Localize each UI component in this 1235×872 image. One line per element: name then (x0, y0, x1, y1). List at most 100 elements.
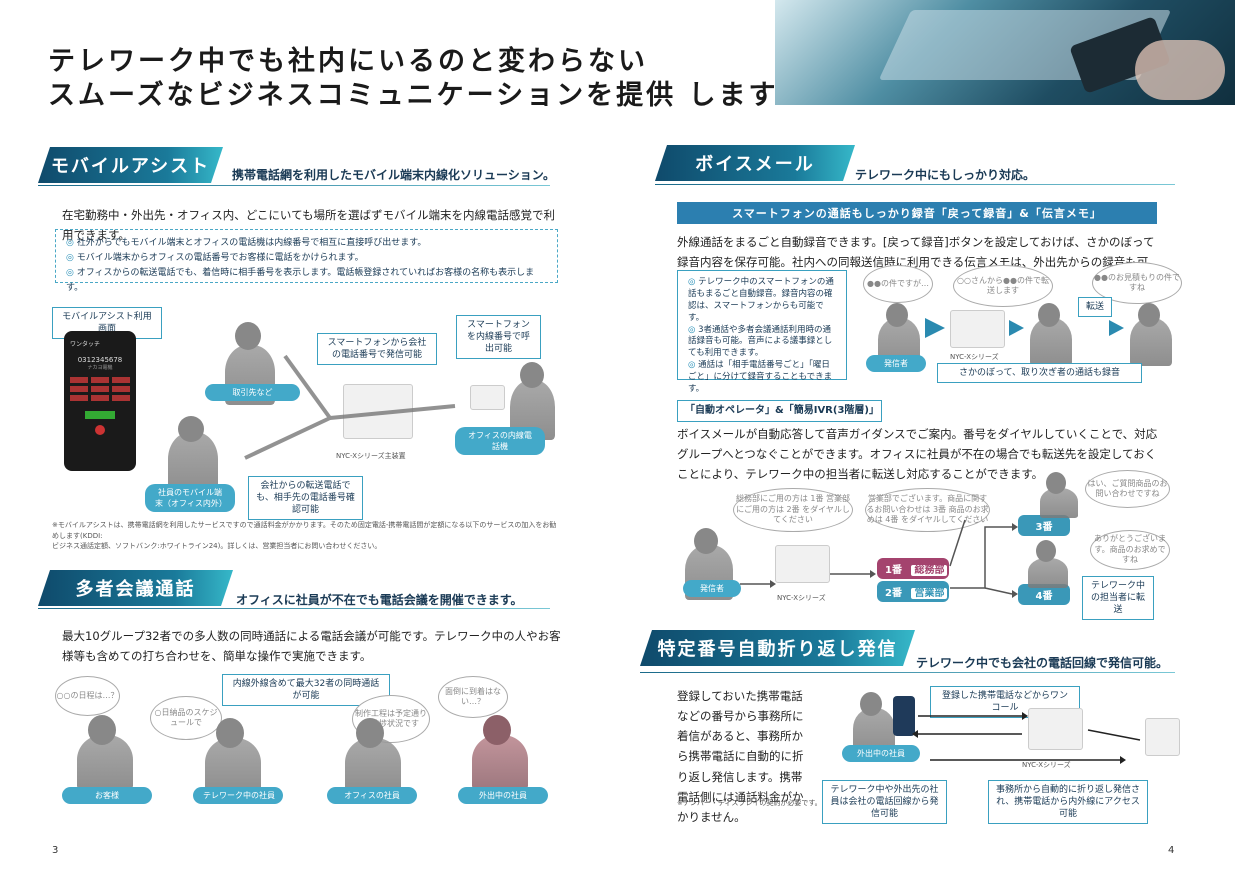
bubble: ●●の件ですが… (863, 265, 933, 303)
person-head (1046, 472, 1066, 494)
guidance-bubble: 総務部にご用の方は 1番 営業部にご用の方は 2番 をダイヤルしてください (733, 488, 853, 532)
label-office-worker: オフィスの社員 (327, 787, 417, 804)
guidance-bubble: 営業部でございます。商品に関するお問い合わせは 3番 商品のお求めは 4番 をダ… (865, 488, 990, 532)
person-head (860, 692, 882, 716)
section-rule (640, 672, 1175, 673)
dept1-badge: 1番 総務部 (877, 558, 949, 579)
voicemail-body2: ボイスメールが自動応答して音声ガイダンスでご案内。番号をダイヤルしていくことで、… (677, 427, 1158, 482)
label-caller: 発信者 (866, 355, 926, 372)
smartphone-icon (893, 696, 915, 736)
reply-bubble: ありがとうございます。商品のお求めですね (1090, 530, 1170, 570)
footnote-line: ※モバイルアシストは、携帯電話網を利用したサービスですので通話料金がかかります。… (52, 521, 557, 540)
voicemail-bar1: スマートフォンの通話もしっかり録音「戻って録音」&「伝言メモ」 (677, 202, 1157, 224)
person-head (356, 718, 384, 748)
person-head (216, 718, 244, 748)
mobile-assist-arrows (244, 354, 456, 460)
bullet-item: テレワーク中のスマートフォンの通話もまるごと自動録音。録音内容の確認は、スマート… (688, 277, 836, 325)
hero-photo (775, 0, 1235, 105)
bubble: ○○さんから●●の件で転送します (953, 265, 1053, 307)
label-client: 取引先など (205, 384, 300, 401)
bullet-item: オフィスからの転送電話でも、着信時に相手番号を表示します。電話帳登録されていれば… (66, 266, 547, 296)
callback-caption-left: テレワーク中や外出先の社員は会社の電話回線から発信可能 (822, 780, 947, 825)
voicemail-subtitle: テレワーク中にもしっかり対応。 (855, 168, 1036, 182)
voicemail-bar2: 「自動オペレータ」&「簡易IVR(3階層)」 (677, 400, 882, 422)
person-head (886, 303, 908, 327)
conference-body: 最大10グループ32者での多人数の同時通話による電話会議が可能です。テレワーク中… (62, 629, 561, 664)
voicemail-caption1: さかのぼって、取り次ぎ者の通話も録音 (937, 363, 1142, 384)
section-rule (38, 185, 550, 186)
label-transfer: 転送 (1078, 297, 1112, 318)
callback-arrows (912, 712, 1141, 764)
callback-body: 登録しておいた携帯電話などの番号から事務所に着信があると、事務所から携帯電話に自… (677, 689, 804, 824)
office-phone (470, 385, 505, 410)
page-title-line1: テレワーク中でも社内にいるのと変わらない (48, 46, 648, 77)
label-device: NYC-Xシリーズ (777, 594, 826, 602)
page-title-line2: スムーズなビジネスコミュニケーションを提供 します (48, 80, 779, 111)
tag-remote-transfer: テレワーク中の担当者に転送 (1082, 576, 1154, 621)
label-employee: 外出中の社員 (842, 745, 920, 762)
bullet-item: 社外からでもモバイル端末とオフィスの電話機は内線番号で相互に直接呼び出せます。 (66, 236, 547, 251)
dept2-name: 営業部 (911, 588, 948, 599)
person-head (1138, 303, 1160, 327)
ext4-badge: 4番 (1018, 584, 1070, 605)
callout-smartphone-out: スマートフォンから会社の電話番号で発信可能 (317, 333, 437, 366)
person-head (1036, 540, 1056, 562)
device-nyc-x (775, 545, 830, 583)
voicemail-arrows (925, 318, 1124, 338)
bullet-item: 通話は「相手電話番号ごと」「曜日ごと」に分けて録音することもできます。 (688, 360, 836, 396)
label-device: NYC-Xシリーズ (950, 353, 999, 361)
section-rule (655, 184, 1175, 185)
bullet-item: 3者通話や多者会議通話利用時の通話録音も可能。音声による議事録としても利用できま… (688, 325, 836, 361)
ext3-badge: 3番 (1018, 515, 1070, 536)
mobile-assist-bullets: 社外からでもモバイル端末とオフィスの電話機は内線番号で相互に直接呼び出せます。 … (55, 229, 558, 293)
callback-caption-right: 事務所から自動的に折り返し発信され、携帯電話から内外線にアクセス可能 (988, 780, 1148, 825)
reply-bubble: はい、ご質問商品のお問い合わせですね (1085, 470, 1170, 508)
bubble: ●●のお見積もりの件ですね (1092, 262, 1182, 304)
bubble: ○日納品のスケジュールで (150, 696, 222, 740)
office-phone (1145, 718, 1180, 756)
page-number-left: 3 (52, 845, 59, 856)
phone-number: 0312345678 (77, 356, 123, 364)
person-staff4 (1028, 558, 1068, 588)
section-tag-conference: 多者会議通話 (38, 570, 233, 606)
person-head (520, 362, 544, 388)
section-tag-callback: 特定番号自動折り返し発信 (640, 630, 915, 666)
phone-keypad (70, 377, 130, 401)
bullet-item: モバイル端末からオフィスの電話番号でお客様に電話をかけられます。 (66, 251, 547, 266)
label-customer: お客様 (62, 787, 152, 804)
person-head (1038, 303, 1060, 327)
bubble: 面倒に到着はない…？ (438, 676, 508, 718)
label-device: NYC-Xシリーズ (1022, 761, 1071, 769)
person-head (694, 528, 718, 554)
phone-app-title: ワンタッチ (70, 341, 101, 348)
callback-footnote: ※ナンバー・ディスプレイの契約が必要です。 (677, 799, 822, 807)
callout-smartphone-ext: スマートフォンを内線番号で呼出可能 (456, 315, 541, 360)
person-head (235, 322, 261, 350)
footnote-line: ビジネス通話定額、ソフトバンク:ホワイトライン24)。詳しくは、営業担当者にお問… (52, 542, 382, 550)
voicemail-bullets: テレワーク中のスマートフォンの通話もまるごと自動録音。録音内容の確認は、スマート… (677, 270, 847, 394)
label-device: NYC-Xシリーズ主装置 (336, 452, 406, 460)
section-rule (38, 608, 550, 609)
device-nyc-x (950, 310, 1005, 348)
page-number-right: 4 (1168, 845, 1175, 856)
ivr-arrows (740, 519, 1018, 598)
bubble: ○○の日程は…？ (55, 676, 120, 716)
mobile-assist-subtitle: 携帯電話網を利用したモバイル端末内線化ソリューション。 (232, 168, 556, 182)
person-head (178, 416, 204, 442)
section-tag-mobile-assist: モバイルアシスト (38, 147, 223, 183)
label-employee-mobile: 社員のモバイル端末（オフィス内外） (145, 484, 235, 512)
dept1-name: 総務部 (911, 565, 948, 576)
dept1-num: 1番 (885, 565, 902, 576)
person-head (483, 715, 511, 745)
label-office-phone: オフィスの内線電話機 (455, 427, 545, 455)
label-remote-worker: テレワーク中の社員 (193, 787, 283, 804)
person-employee (168, 432, 218, 492)
label-mobile-worker: 外出中の社員 (458, 787, 548, 804)
device-nyc-x (1028, 708, 1083, 750)
mobile-assist-footnote: ※モバイルアシストは、携帯電話網を利用したサービスですので通話料金がかかります。… (52, 520, 562, 552)
phone-screen: ワンタッチ 0312345678 ナカヨ電機 (64, 331, 136, 471)
dept2-badge: 2番 営業部 (877, 581, 949, 602)
label-caller: 発信者 (683, 580, 741, 597)
callout-transfer: 会社からの転送電話でも、相手先の電話番号確認可能 (248, 476, 363, 521)
conference-banner: 内線外線含めて最大32者の同時通話が可能 (222, 674, 390, 707)
